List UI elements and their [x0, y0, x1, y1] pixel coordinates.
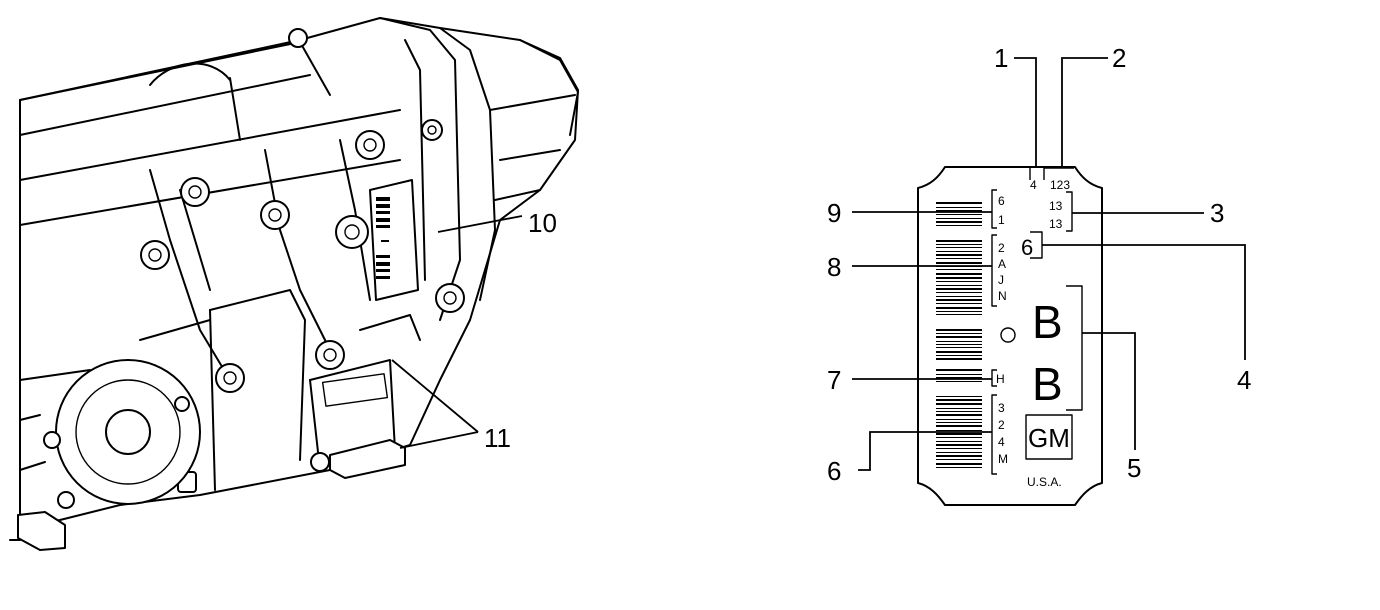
barcode-stripe [936, 307, 982, 309]
label-big-letter: B [1032, 358, 1063, 410]
transmission-illustration [9, 17, 579, 551]
barcode-stripe [936, 430, 982, 431]
barcode-stripe [936, 296, 982, 297]
callout-2: 2 [1112, 43, 1126, 73]
barcode-stripe [936, 221, 982, 223]
callout-6: 6 [827, 456, 841, 486]
callout-1: 1 [994, 43, 1008, 73]
barcode-stripe [936, 422, 982, 423]
label-col-b-char: M [998, 452, 1008, 466]
label-line2-right: 13 [1049, 199, 1063, 213]
barcode-stripe [936, 258, 982, 259]
barcode-stripe [936, 285, 982, 286]
barcode-stripe [936, 329, 982, 331]
barcode-stripe [936, 463, 982, 465]
label-top-left-digit: 4 [1030, 178, 1037, 192]
barcode-stripe [936, 288, 982, 290]
barcode-stripe [936, 240, 982, 242]
barcode-stripe [936, 437, 982, 438]
barcode-stripe [936, 273, 982, 275]
barcode-stripe [936, 251, 982, 252]
barcode-stripe [936, 269, 982, 270]
barcode-stripe [936, 444, 982, 446]
callout-5: 5 [1127, 453, 1141, 483]
barcode-stripe [936, 299, 982, 301]
barcode-stripe [936, 344, 982, 345]
barcode-stripe [936, 399, 982, 401]
barcode-stripe [936, 377, 982, 379]
left-leaders [391, 215, 523, 449]
barcode-stripe [936, 369, 982, 371]
barcode-stripe [936, 419, 982, 420]
right-leaders [852, 57, 1246, 471]
barcode-stripe [936, 202, 982, 204]
callout-7: 7 [827, 365, 841, 395]
barcode-stripe [936, 452, 982, 453]
callout-10: 10 [528, 208, 557, 238]
barcode-stripe [936, 336, 982, 338]
barcode-stripe [936, 214, 982, 215]
barcode-stripe [936, 403, 982, 405]
label-barcode [936, 202, 982, 468]
label-col-a-char: 2 [998, 241, 1005, 255]
barcode-stripe [936, 351, 982, 353]
label-h-char: H [996, 372, 1005, 386]
barcode-stripe [936, 411, 982, 412]
barcode-stripe [936, 414, 982, 416]
label-line2-left: 6 [998, 194, 1005, 208]
barcode-stripe [936, 277, 982, 279]
barcode-stripe [936, 281, 982, 282]
label-top-right-digits: 123 [1050, 178, 1070, 192]
barcode-stripe [936, 355, 982, 356]
callout-3: 3 [1210, 198, 1224, 228]
callout-8: 8 [827, 252, 841, 282]
callout-11: 11 [484, 423, 511, 453]
barcode-stripe [936, 311, 982, 312]
barcode-stripe [936, 374, 982, 375]
id-label [917, 166, 1103, 506]
label-big-letter: B [1032, 296, 1063, 348]
callout-4: 4 [1237, 365, 1251, 395]
label-gm-logo: GM [1028, 423, 1070, 453]
barcode-stripe [936, 292, 982, 293]
barcode-stripe [936, 207, 982, 208]
barcode-stripe [936, 433, 982, 435]
barcode-stripe [936, 448, 982, 449]
barcode-stripe [936, 381, 982, 382]
barcode-stripe [936, 425, 982, 427]
barcode-stripe [936, 210, 982, 212]
label-line3-left: 1 [998, 213, 1005, 227]
barcode-stripe [936, 314, 982, 315]
barcode-stripe [936, 247, 982, 248]
label-col-a-char: N [998, 289, 1007, 303]
barcode-stripe [936, 441, 982, 442]
barcode-stripe [936, 303, 982, 304]
barcode-stripe [936, 455, 982, 457]
label-col-b-char: 3 [998, 401, 1005, 415]
case-label-barcode [376, 197, 390, 279]
barcode-stripe [936, 244, 982, 245]
label-line3-right: 13 [1049, 217, 1063, 231]
label-col-b-char: 4 [998, 435, 1005, 449]
barcode-stripe [936, 408, 982, 409]
callout-9: 9 [827, 198, 841, 228]
label-mid-digit: 6 [1021, 235, 1033, 260]
barcode-stripe [936, 341, 982, 342]
label-col-b-char: 2 [998, 418, 1005, 432]
barcode-stripe [936, 254, 982, 256]
label-col-a-char: A [998, 257, 1006, 271]
barcode-stripe [936, 459, 982, 460]
barcode-stripe [936, 347, 982, 348]
barcode-stripe [936, 396, 982, 397]
barcode-stripe [936, 218, 982, 219]
label-col-a-char: J [998, 273, 1004, 287]
barcode-stripe [936, 262, 982, 264]
label-country: U.S.A. [1027, 475, 1062, 489]
barcode-stripe [936, 467, 982, 468]
barcode-stripe [936, 225, 982, 226]
barcode-stripe [936, 333, 982, 334]
barcode-stripe [936, 358, 982, 360]
